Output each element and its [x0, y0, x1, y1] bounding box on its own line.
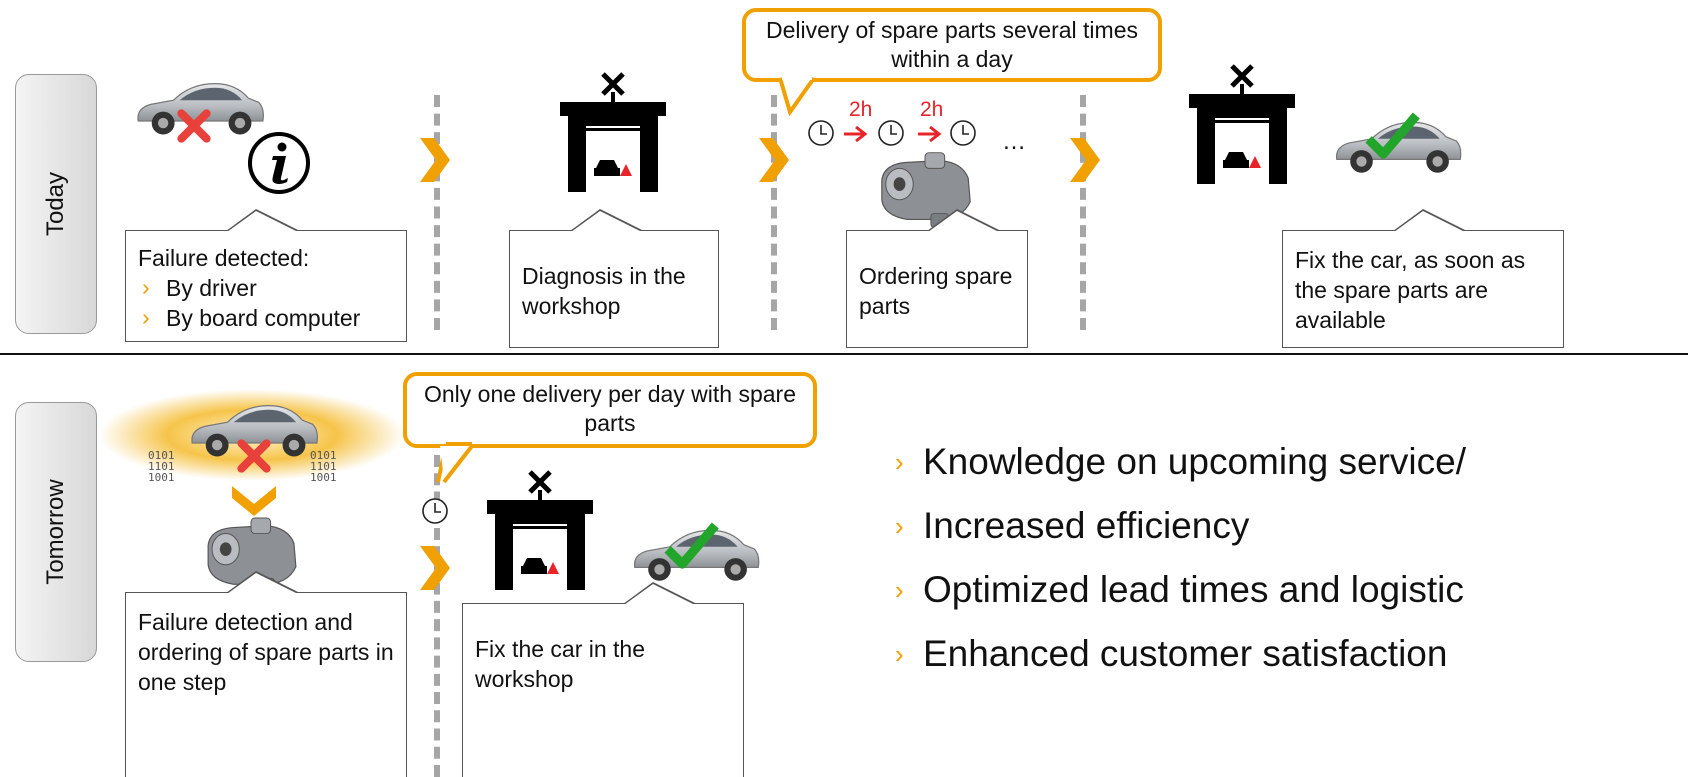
checkmark-icon	[664, 520, 719, 575]
step-title: Failure detected:	[138, 245, 310, 271]
data-bits: 0101	[148, 449, 175, 462]
chevron-right-icon	[1070, 138, 1100, 182]
step-text: Diagnosis in the workshop	[522, 263, 686, 319]
step-divider	[434, 95, 440, 330]
workshop-icon	[1187, 64, 1297, 184]
data-text: 0101 1101 1001	[148, 450, 175, 483]
step-divider	[1080, 95, 1086, 330]
step-box-diagnosis: Diagnosis in the workshop	[509, 209, 719, 348]
speech-text: Delivery of spare parts several times wi…	[766, 17, 1138, 72]
workshop-icon	[485, 470, 595, 590]
step-text: Failure detection and ordering of spare …	[138, 609, 394, 695]
chevron-right-icon	[420, 546, 450, 590]
data-bits: 1001	[310, 471, 337, 484]
step-divider	[434, 455, 440, 777]
clock-icon	[948, 118, 978, 148]
list-item: By driver	[138, 272, 394, 303]
benefits-list: Knowledge on upcoming service/ Increased…	[895, 430, 1466, 686]
ellipsis: …	[1002, 128, 1026, 155]
interval-label: 2h	[849, 98, 873, 121]
row-label-today-text: Today	[42, 171, 69, 237]
step-box-ordering: Ordering spare parts	[846, 209, 1028, 348]
arrow-right-icon	[916, 124, 944, 144]
arrow-right-icon	[842, 124, 870, 144]
step-divider	[771, 95, 777, 330]
workshop-icon	[558, 72, 668, 192]
clock-icon	[876, 118, 906, 148]
benefit-item: Increased efficiency	[895, 494, 1466, 558]
benefit-item: Enhanced customer satisfaction	[895, 622, 1466, 686]
clock-icon	[420, 496, 450, 526]
speech-bubble-today: Delivery of spare parts several times wi…	[742, 8, 1162, 82]
row-label-tomorrow-text: Tomorrow	[42, 479, 69, 585]
step-box-failure-detected: Failure detected: By driver By board com…	[125, 209, 407, 342]
step-box-failure-ordering: Failure detection and ordering of spare …	[125, 571, 407, 777]
data-bits: 1001	[148, 471, 175, 484]
red-cross-icon	[176, 108, 212, 144]
data-bits: 0101	[310, 449, 337, 462]
chevron-right-icon	[420, 138, 450, 182]
data-text: 0101 1101 1001	[310, 450, 337, 483]
step-text: Fix the car in the workshop	[475, 636, 646, 692]
interval-label: 2h	[920, 98, 944, 121]
checkmark-icon	[1365, 110, 1420, 165]
info-icon	[248, 132, 310, 194]
speech-tail	[778, 76, 816, 116]
row-divider	[0, 353, 1688, 355]
data-bits: 1101	[310, 460, 337, 473]
red-cross-icon	[236, 438, 272, 474]
row-label-tomorrow: Tomorrow	[15, 402, 97, 662]
speech-text: Only one delivery per day with spare par…	[423, 381, 797, 436]
benefit-item: Optimized lead times and logistic	[895, 558, 1466, 622]
speech-tail	[436, 442, 474, 484]
row-label-today: Today	[15, 74, 97, 334]
step-text: Ordering spare parts	[859, 263, 1013, 319]
data-bits: 1101	[148, 460, 175, 473]
benefit-item: Knowledge on upcoming service/	[895, 430, 1466, 494]
clock-icon	[806, 118, 836, 148]
speech-bubble-tomorrow: Only one delivery per day with spare par…	[403, 372, 817, 448]
step-text: Fix the car, as soon as the spare parts …	[1295, 247, 1526, 333]
list-item: By board computer	[138, 302, 394, 333]
chevron-down-icon	[232, 486, 276, 516]
step-box-fix-car: Fix the car, as soon as the spare parts …	[1282, 209, 1564, 348]
step-box-fix-car-tomorrow: Fix the car in the workshop	[462, 582, 744, 777]
chevron-right-icon	[759, 138, 789, 182]
